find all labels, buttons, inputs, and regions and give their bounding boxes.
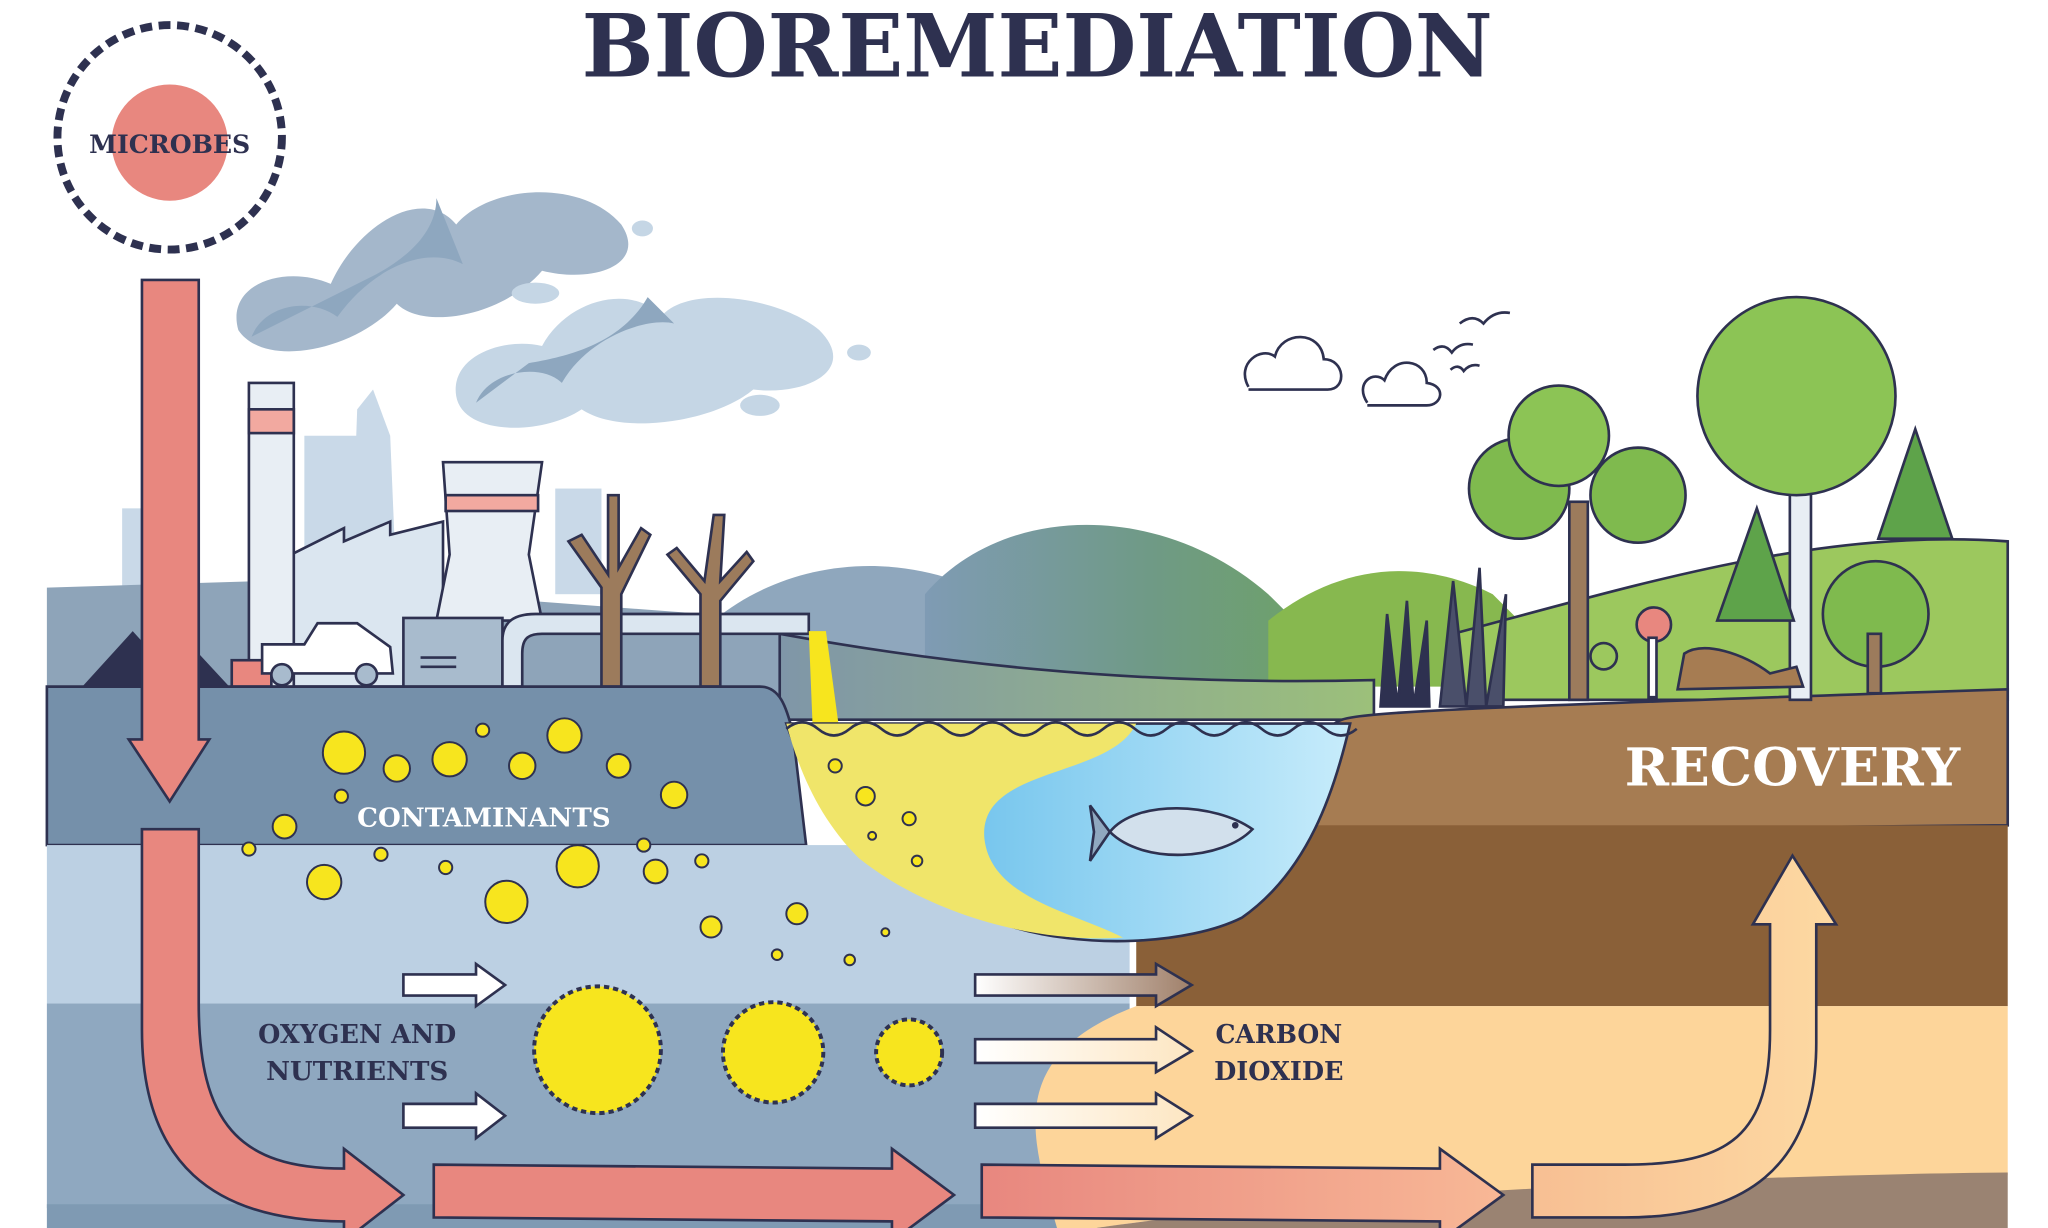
arrow-down-icon: [126, 278, 212, 804]
bird-icon: [1432, 342, 1474, 355]
pollution-stream: [808, 631, 840, 729]
arrow-curved-up-icon: [1531, 853, 1839, 1219]
smoke-clouds: [236, 192, 871, 428]
arrow-right-icon: [402, 1090, 508, 1141]
bird-icon: [1458, 311, 1511, 326]
reeds: [1379, 567, 1508, 708]
contaminants-label: CONTAMINANTS: [357, 803, 611, 834]
pond: [784, 720, 1358, 943]
carbon-label-line1: CARBON: [1215, 1019, 1342, 1050]
recovery-label: RECOVERY: [1625, 737, 1962, 799]
factory: [230, 381, 811, 688]
page-title: BIOREMEDIATION: [582, 0, 1493, 98]
microbes-badge: [53, 21, 286, 254]
co2-arrows: [973, 961, 1195, 1141]
arrow-curved-icon: [140, 827, 406, 1228]
vegetation: [1379, 295, 1955, 708]
oxygen-label-line2: NUTRIENTS: [266, 1056, 448, 1087]
carbon-label-line2: DIOXIDE: [1214, 1056, 1343, 1087]
arrow-right-icon: [402, 961, 508, 1009]
arrow-right-icon: [973, 961, 1195, 1009]
arrow-right-icon: [973, 1090, 1195, 1141]
arrow-right-icon: [973, 1024, 1195, 1075]
sky-clouds: [1243, 311, 1511, 407]
oxygen-arrows: [402, 961, 508, 1141]
contaminants: [241, 717, 924, 967]
bird-icon: [1449, 363, 1480, 374]
degrading-contaminants: [532, 984, 945, 1116]
oxygen-label-line1: OXYGEN AND: [258, 1019, 456, 1050]
fish-icon: [1088, 804, 1255, 862]
microbes-label: MICROBES: [89, 129, 250, 159]
arrow-right-icon: [432, 1146, 957, 1228]
squirrel-icon: [1676, 647, 1805, 691]
process-arrows: [126, 278, 1839, 1228]
dead-trees: [566, 493, 755, 688]
arrow-right-icon: [980, 1146, 1506, 1228]
